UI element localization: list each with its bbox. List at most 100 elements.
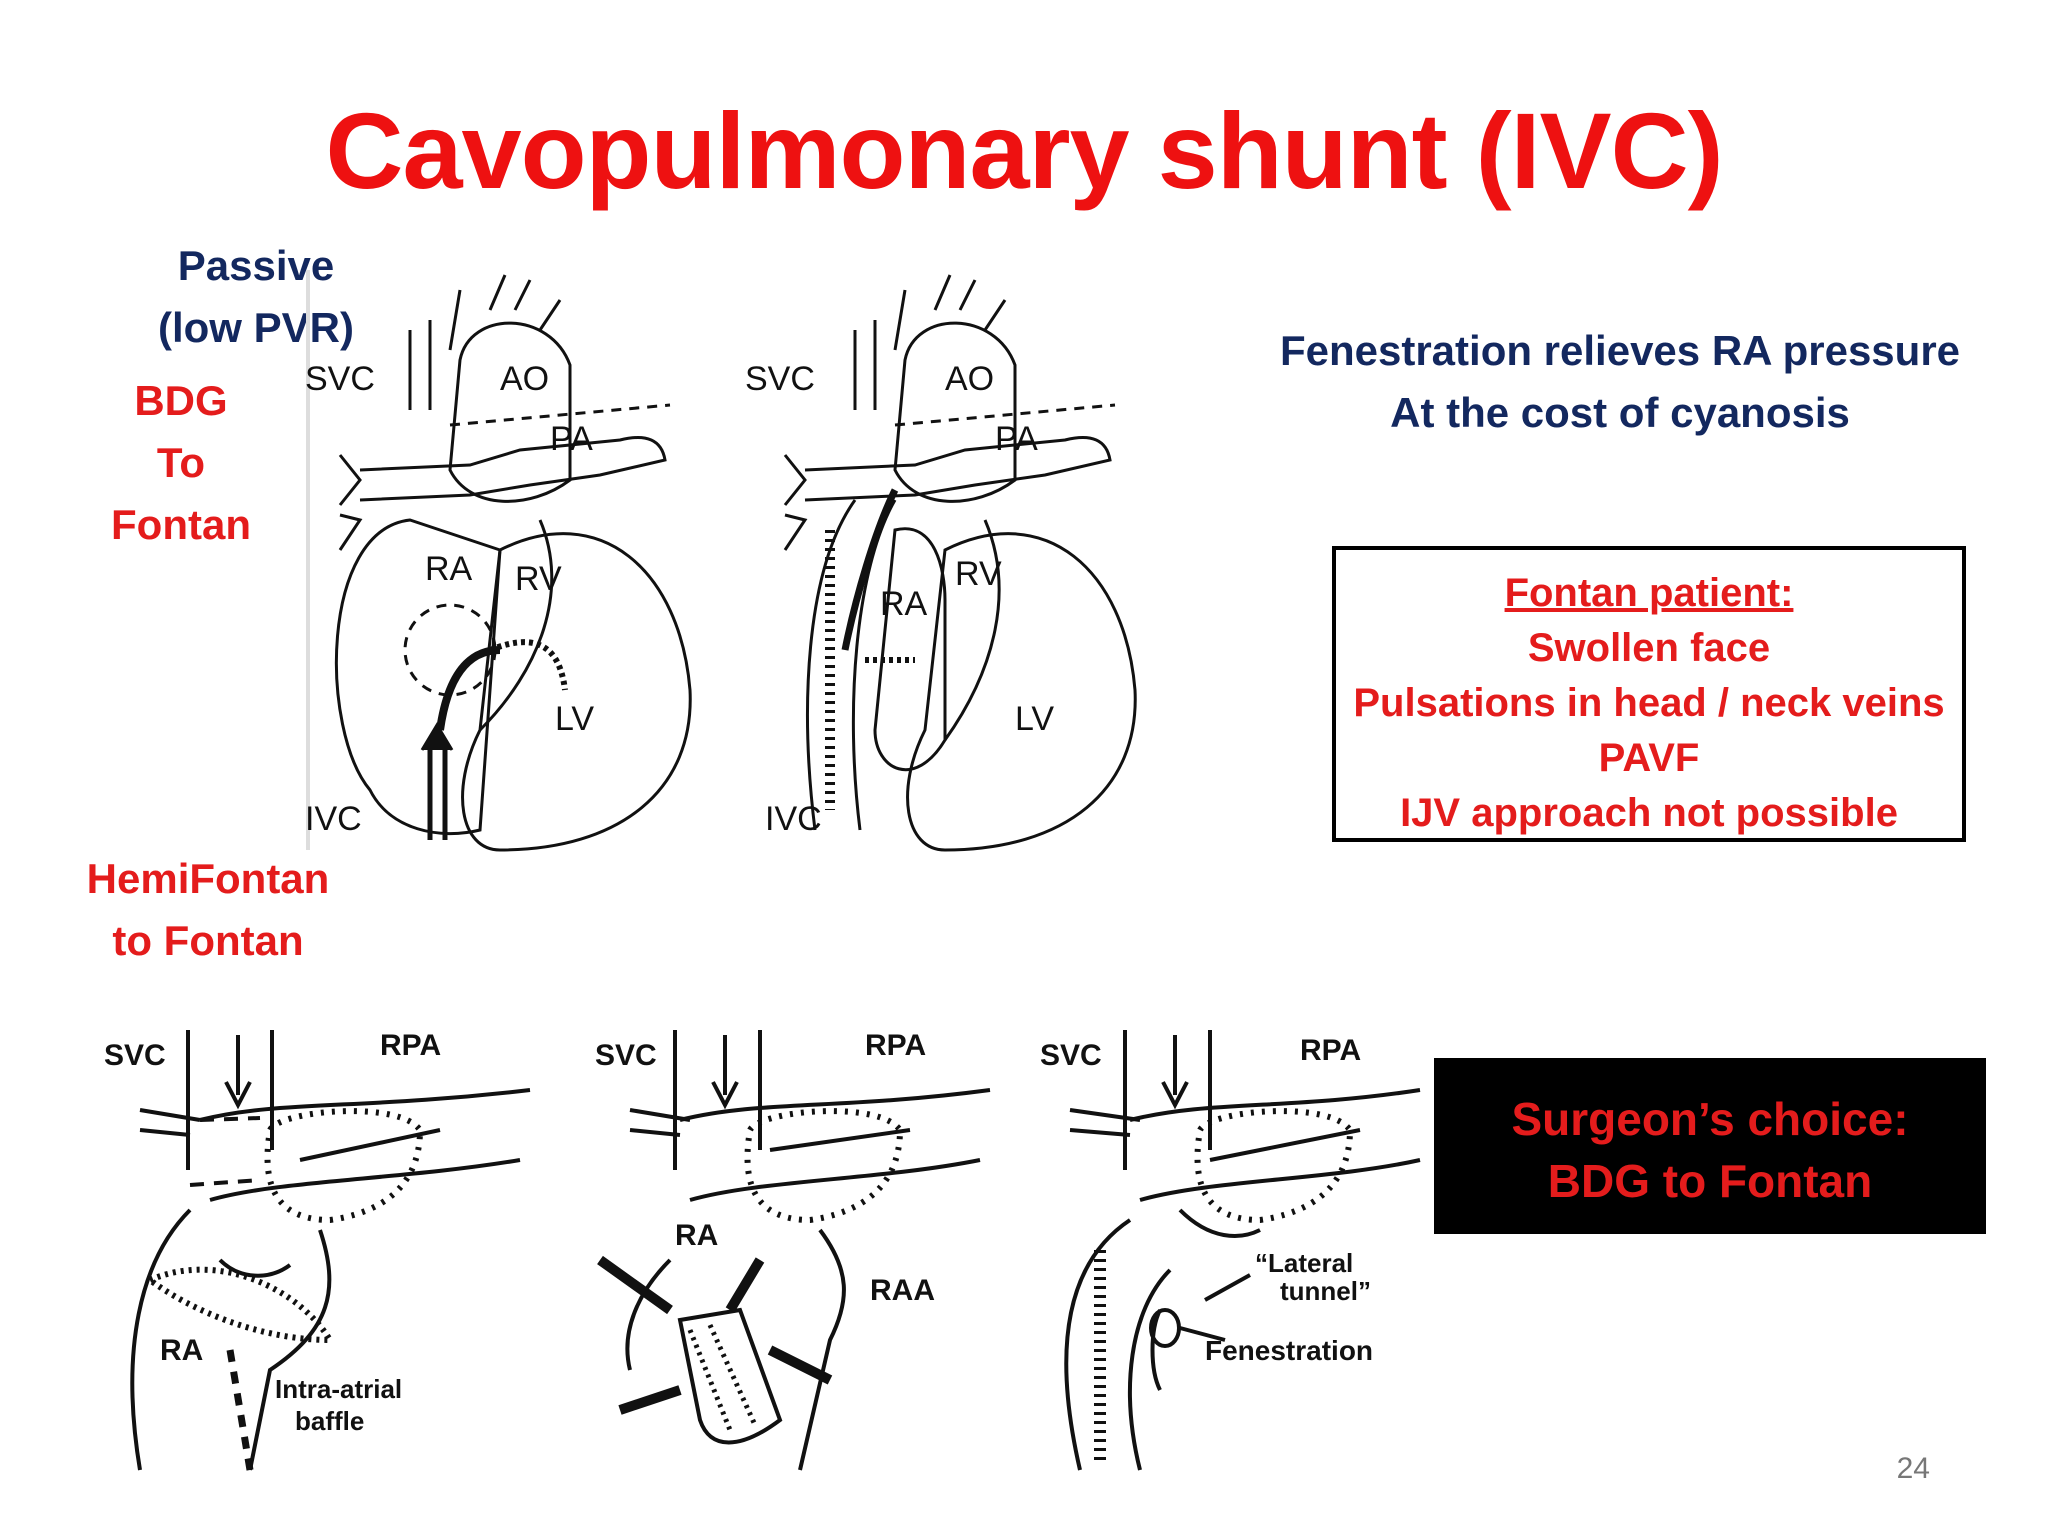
surgeon-line-1: Surgeon’s choice: [1511, 1093, 1909, 1145]
leader-lines [1179, 1273, 1251, 1342]
bdg-line-2: To [156, 439, 206, 486]
label-svc: SVC [305, 360, 375, 398]
right-atrium [335, 518, 502, 836]
fontan-box-line: IJV approach not possible [1400, 791, 1898, 835]
label-rpa: RPA [865, 1029, 926, 1062]
ivc-arrow-head [420, 722, 454, 751]
rpa-arrow [769, 1128, 911, 1152]
ventricles [906, 532, 1137, 852]
heart-diagram-bdg: SVC AO PA RA RV LV IVC [305, 270, 692, 852]
fenestration-hole [1149, 1308, 1181, 1348]
lateral-tunnel-diagram: SVC RPA “Lateral tunnel” Fenestration [1040, 1030, 1421, 1471]
label-lv: LV [555, 700, 594, 738]
label-ra: RA [880, 585, 928, 623]
label-pa: PA [550, 420, 593, 458]
ivc-vessel [427, 740, 448, 840]
label-svc: SVC [1040, 1039, 1102, 1072]
bdg-line-1: BDG [134, 377, 228, 424]
atrial-hatching [687, 1323, 758, 1431]
label-ra: RA [425, 550, 473, 588]
aorta-outline [893, 321, 1017, 503]
label-svc: SVC [104, 1039, 166, 1072]
fontan-box-line: Swollen face [1527, 626, 1771, 670]
rpa-arrow [299, 1128, 441, 1162]
label-svc: SVC [595, 1039, 657, 1072]
label-rv: RV [955, 555, 1002, 593]
opened-atrium [625, 1258, 783, 1445]
label-svc: SVC [745, 360, 815, 398]
label-tunnel: tunnel” [1280, 1276, 1371, 1306]
fontan-box-heading: Fontan patient: [1504, 571, 1794, 615]
hemifontan-baffle-diagram: SVC RPA RA Intra-atrial baffle [104, 1029, 531, 1471]
slide-title: Cavopulmonary shunt (IVC) [325, 90, 1723, 211]
right-pa-lines [139, 1108, 201, 1137]
flow-curve [218, 1258, 292, 1278]
pulmonary-artery [359, 436, 667, 502]
flow-arrow [841, 488, 899, 651]
fontan-box-line: Pulsations in head / neck veins [1353, 681, 1945, 725]
dotted-patch [744, 1108, 904, 1224]
tunnel-arrows [1150, 1208, 1261, 1391]
svc-vessel [186, 1030, 274, 1170]
svc-vessel [673, 1030, 762, 1170]
label-rv: RV [515, 560, 562, 598]
aortic-branches [448, 274, 562, 351]
baffle-patch [144, 1266, 336, 1344]
tunnel-outline [1064, 1218, 1172, 1471]
label-ivc: IVC [305, 800, 362, 838]
label-ivc: IVC [765, 800, 822, 838]
label-ra: RA [675, 1219, 718, 1252]
svc-arrow [224, 1035, 252, 1110]
dotted-patch [264, 1108, 424, 1224]
rpa-vessel [679, 1088, 991, 1202]
fenestration-note: Fenestration relieves RA pressure At the… [1220, 320, 2020, 444]
svc-vessel [853, 320, 877, 410]
atrium-outline [130, 1208, 332, 1471]
hemifontan-raa-diagram: SVC RPA RA RAA [595, 1029, 991, 1471]
svc-vessel [408, 320, 432, 410]
heart-diagram-fontan: SVC AO PA RA RV LV IVC [745, 274, 1137, 852]
aorta-outline [448, 321, 572, 503]
septum-line [478, 519, 554, 732]
bdg-line-3: Fontan [111, 501, 251, 548]
ventricles [461, 532, 692, 852]
surgeon-choice-box: Surgeon’s choice: BDG to Fontan [1434, 1058, 1986, 1234]
label-rpa: RPA [380, 1029, 441, 1062]
dotted-patch [1194, 1108, 1354, 1224]
aortic-branches [893, 274, 1007, 351]
raa-outline [798, 1228, 846, 1471]
hemifontan-label: HemiFontan to Fontan [58, 848, 358, 972]
retractors [597, 1255, 833, 1415]
label-fenestration: Fenestration [1205, 1335, 1373, 1366]
rpa-vessel [199, 1088, 531, 1202]
label-ao: AO [945, 360, 994, 398]
pulmonary-artery [804, 436, 1112, 502]
label-lv: LV [1015, 700, 1054, 738]
fontan-box-line: PAVF [1598, 736, 1700, 780]
hemi-line-1: HemiFontan [86, 855, 330, 902]
right-pa-lines [1069, 1108, 1141, 1137]
hemi-line-2: to Fontan [112, 917, 304, 964]
label-rpa: RPA [1300, 1034, 1361, 1067]
dashed-ivc [226, 1349, 254, 1471]
bdg-to-fontan-label: BDG To Fontan [96, 370, 266, 556]
fenestration-line-2: At the cost of cyanosis [1390, 389, 1850, 436]
dashed-line [449, 403, 671, 427]
surgeon-line-2: BDG to Fontan [1547, 1155, 1873, 1207]
page-number: 24 [1896, 1452, 1930, 1485]
rpa-vessel [1129, 1088, 1421, 1202]
fontan-patient-box: Fontan patient: Swollen face Pulsations … [1332, 546, 1966, 842]
right-pa-branches [783, 454, 808, 551]
right-pa-branches [338, 454, 363, 551]
label-pa: PA [995, 420, 1038, 458]
label-raa: RAA [870, 1274, 935, 1307]
dotted-flow-arrow [488, 639, 568, 691]
dashed-anastomosis [189, 1116, 261, 1187]
label-ao: AO [500, 360, 549, 398]
passive-label: Passive (low PVR) [140, 235, 372, 359]
passive-line-2: (low PVR) [158, 304, 354, 351]
svc-arrow [711, 1035, 739, 1110]
right-pa-lines [629, 1108, 691, 1137]
label-ra: RA [160, 1334, 203, 1367]
dashed-line [894, 403, 1116, 427]
